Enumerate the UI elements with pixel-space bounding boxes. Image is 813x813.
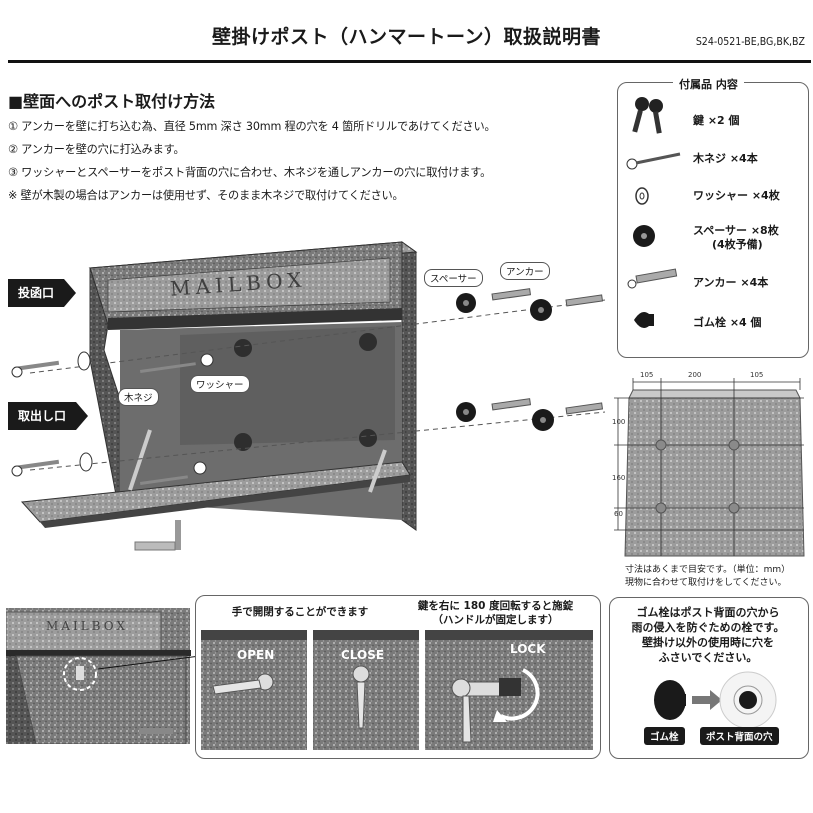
document-title: 壁掛けポスト（ハンマートーン）取扱説明書 bbox=[211, 26, 602, 48]
accessory-washer-label: ワッシャー ×4枚 bbox=[693, 189, 780, 202]
accessory-anchor-label: アンカー ×4本 bbox=[693, 276, 769, 289]
plug-note-line2: 雨の侵入を防ぐための栓です。 bbox=[631, 621, 785, 634]
lock-photo bbox=[425, 630, 593, 750]
open-label: OPEN bbox=[237, 648, 275, 662]
accessories-panel bbox=[617, 82, 809, 358]
outlet-tag: 取出し口 bbox=[8, 402, 89, 430]
plug-diagram bbox=[654, 671, 777, 729]
closed-mailbox-photo bbox=[6, 608, 198, 744]
lock-photos bbox=[201, 630, 593, 750]
arrow-right-icon bbox=[692, 690, 722, 710]
open-photo bbox=[201, 630, 307, 750]
spacer-callout: スペーサー bbox=[424, 269, 483, 287]
dim-side-bottom: 60 bbox=[614, 510, 623, 518]
close-label: CLOSE bbox=[341, 648, 385, 662]
dim-top-left: 105 bbox=[640, 371, 654, 379]
anchor-callout: アンカー bbox=[500, 262, 550, 280]
model-number: S24-0521-BE,BG,BK,BZ bbox=[695, 36, 805, 48]
accessory-spacer-label: スペーサー ×8枚 bbox=[693, 224, 779, 237]
accessory-icons bbox=[626, 97, 681, 328]
spacer-icon bbox=[633, 225, 655, 247]
anchor-icon bbox=[627, 268, 678, 289]
accessory-screw-label: 木ネジ ×4本 bbox=[693, 152, 758, 165]
washer-callout: ワッシャー bbox=[190, 375, 250, 393]
plug-note-line1: ゴム栓はポスト背面の穴から bbox=[636, 606, 780, 619]
accessories-title: 付属品 内容 bbox=[673, 76, 744, 92]
dimension-note-1: 寸法はあくまで目安です。（単位：mm） bbox=[625, 565, 791, 575]
closed-mailbox-text: MAILBOX bbox=[46, 619, 128, 633]
plug-note-line4: ふさいでください。 bbox=[658, 651, 758, 664]
mailbox-install-diagram bbox=[11, 241, 606, 551]
wood-screw-icon bbox=[626, 152, 681, 170]
dim-side-middle: 160 bbox=[612, 474, 626, 482]
back-hole-icon bbox=[719, 671, 777, 729]
slot-tag: 投函口 bbox=[8, 279, 77, 307]
hand-open-caption: 手で開閉することができます bbox=[231, 606, 369, 618]
back-hole-label: ポスト背面の穴 bbox=[700, 727, 779, 745]
plug-note-line3: 壁掛け以外の使用時に穴を bbox=[642, 636, 774, 649]
close-photo bbox=[313, 630, 419, 750]
step-2: ② アンカーを壁の穴に打込みます。 bbox=[8, 143, 185, 156]
key-icon bbox=[632, 97, 663, 134]
dim-top-right: 105 bbox=[750, 371, 764, 379]
rubber-plug-icon bbox=[654, 680, 686, 720]
accessory-spacer-sub: (4枚予備) bbox=[712, 238, 763, 251]
header-rule bbox=[8, 60, 811, 63]
rubber-plug-label: ゴム栓 bbox=[644, 727, 685, 745]
dim-top-center: 200 bbox=[688, 371, 702, 379]
step-3: ③ ワッシャーとスペーサーをポスト背面の穴に合わせ、木ネジを通しアンカーの穴に取… bbox=[8, 166, 492, 179]
step-1: ① アンカーを壁に打ち込む為、直径 5mm 深さ 30mm 程の穴を 4 箇所ド… bbox=[8, 120, 496, 133]
accessory-plug-label: ゴム栓 ×4 個 bbox=[693, 316, 762, 329]
screw-callout: 木ネジ bbox=[118, 388, 159, 406]
dim-side-top: 100 bbox=[612, 418, 626, 426]
lock-label: LOCK bbox=[510, 642, 546, 656]
rubber-plug-icon bbox=[634, 312, 654, 328]
accessory-key-label: 鍵 ×2 個 bbox=[693, 114, 740, 127]
step-note: ※ 壁が木製の場合はアンカーは使用せず、そのまま木ネジで取付けてください。 bbox=[8, 189, 404, 202]
lock-caption-line1: 鍵を右に 180 度回転すると施錠 bbox=[417, 600, 574, 612]
dimension-note-2: 現物に合わせて取付けをしてください。 bbox=[625, 578, 787, 588]
washer-icon bbox=[635, 187, 649, 205]
dimension-diagram bbox=[614, 378, 805, 557]
lock-caption-line2: （ハンドルが固定します） bbox=[432, 614, 559, 626]
section-heading: ■壁面へのポスト取付け方法 bbox=[8, 92, 216, 111]
